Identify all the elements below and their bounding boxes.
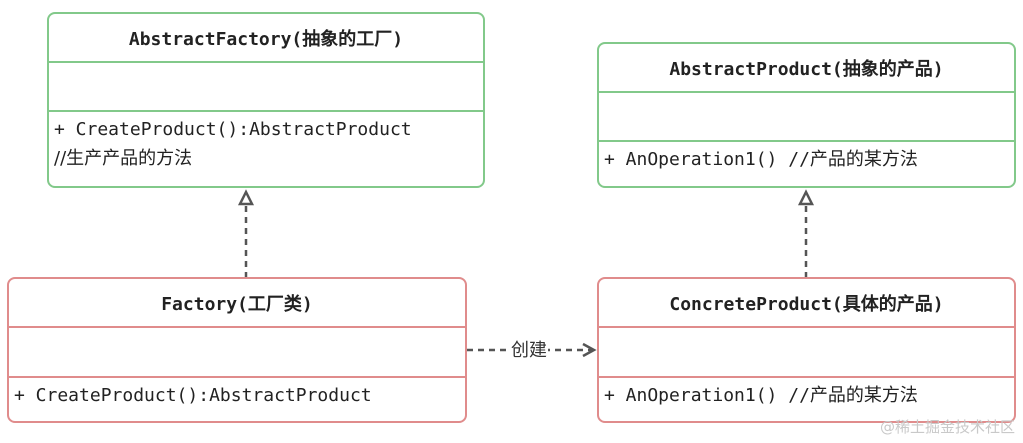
class-name: AbstractFactory(抽象的工厂) (128, 28, 404, 50)
class-name: ConcreteProduct(具体的产品) (669, 293, 944, 315)
class-abstract-factory[interactable]: AbstractFactory(抽象的工厂) + CreateProduct()… (47, 12, 485, 188)
operation: + CreateProduct():AbstractProduct (14, 385, 372, 406)
attributes-section (599, 91, 1014, 140)
create-edge-label: 创建 (510, 340, 548, 362)
watermark: @稀土掘金技术社区 (879, 418, 1015, 436)
class-name: AbstractProduct(抽象的产品) (669, 58, 944, 80)
class-concrete-product[interactable]: ConcreteProduct(具体的产品) + AnOperation1() … (597, 277, 1016, 423)
class-abstract-product[interactable]: AbstractProduct(抽象的产品) + AnOperation1() … (597, 42, 1016, 188)
operations-section: + CreateProduct():AbstractProduct (9, 376, 465, 421)
attributes-section (9, 326, 465, 376)
class-factory[interactable]: Factory(工厂类) + CreateProduct():AbstractP… (7, 277, 467, 423)
operations-section: + CreateProduct():AbstractProduct //生产产品… (49, 110, 483, 186)
operation: + CreateProduct():AbstractProduct (54, 119, 412, 140)
realization-arrow-product (797, 189, 815, 278)
attributes-section (599, 326, 1014, 376)
operation: + AnOperation1() //产品的某方法 (604, 385, 918, 406)
realization-arrow-factory (237, 189, 255, 278)
operations-section: + AnOperation1() //产品的某方法 (599, 376, 1014, 421)
operation-comment: //生产产品的方法 (54, 148, 193, 169)
operation: + AnOperation1() //产品的某方法 (604, 149, 918, 170)
create-dependency-arrow (467, 342, 597, 358)
class-name: Factory(工厂类) (161, 293, 313, 315)
attributes-section (49, 61, 483, 110)
operations-section: + AnOperation1() //产品的某方法 (599, 140, 1014, 186)
